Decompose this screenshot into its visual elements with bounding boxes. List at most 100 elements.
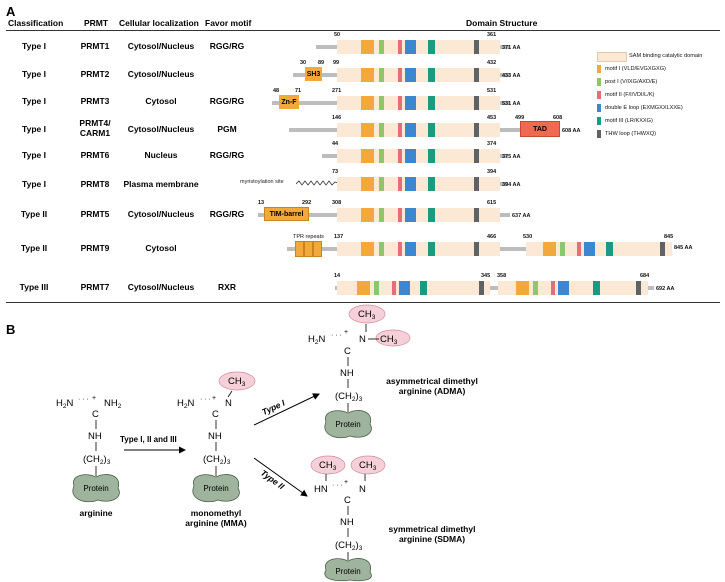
prmt3-number-4: 531 (487, 88, 497, 94)
tad-label: TAD (533, 126, 547, 133)
motif-ii (398, 242, 402, 256)
mma-label-line1: monomethyl (191, 508, 242, 518)
sam-domain (337, 40, 500, 54)
row-5-prmt: PRMT6 (80, 150, 110, 160)
thw-loop (474, 123, 479, 137)
sam-domain (337, 96, 500, 110)
backbone (500, 73, 510, 77)
motif-i (361, 40, 374, 54)
prmt4-length: 608 AA (562, 128, 581, 134)
svg-text:NH: NH (340, 517, 354, 528)
backbone (272, 101, 339, 105)
backbone (289, 128, 339, 132)
motif-iii (428, 242, 435, 256)
row-4-localization: Cytosol/Nucleus (127, 124, 195, 134)
bottom-rule (6, 302, 720, 303)
row-2-type: Type I (22, 69, 46, 79)
header-localization: Cellular localization (119, 18, 199, 28)
prmt1-start-number: 50 (334, 32, 341, 38)
adma-label-line1: asymmetrical dimethyl (386, 376, 478, 386)
svg-text:N: N (359, 484, 366, 495)
legend-label-double-e-loop: double E loop (EXMGXXLXXE) (605, 105, 683, 111)
row-8-localization: Cytosol (145, 243, 177, 253)
svg-text:NH2: NH2 (104, 398, 122, 410)
motif-iii (428, 96, 435, 110)
double-e-loop (405, 177, 416, 191)
motif-iii-2 (606, 242, 613, 256)
motif-ii (398, 40, 402, 54)
tad-domain (520, 121, 560, 137)
double-e-loop (405, 123, 416, 137)
backbone (316, 45, 341, 49)
double-e-loop (405, 208, 416, 222)
backbone (500, 101, 510, 105)
svg-text:CH3: CH3 (319, 460, 337, 472)
svg-text:H2N: H2N (56, 398, 74, 410)
svg-text:CH3: CH3 (228, 376, 246, 388)
legend-swatch-motif-iii (597, 117, 601, 125)
sdma-label-line1: symmetrical dimethyl (389, 524, 476, 534)
legend-label-motif-i: motif I (VLD/EVGXGXG) (605, 66, 666, 72)
svg-text:(CH2)3: (CH2)3 (335, 391, 363, 403)
backbone (500, 182, 508, 186)
sh3-domain (305, 67, 322, 81)
prmt9-number-1: 137 (334, 234, 344, 240)
prmt6-number-1: 44 (332, 141, 339, 147)
prmt9-number-3: 530 (523, 234, 533, 240)
svg-text:H2N: H2N (177, 398, 195, 410)
prmt4-number-2: 453 (487, 115, 497, 121)
panel-label-a: A (6, 4, 16, 19)
prmt8-length: 394 AA (502, 182, 521, 188)
thw-loop (474, 208, 479, 222)
motif-i (361, 68, 374, 82)
motif-i (361, 208, 374, 222)
prmt8-number-2: 394 (487, 169, 497, 175)
row-4-motif: PGM (217, 124, 237, 134)
adma-label-line2: arginine (ADMA) (399, 386, 466, 396)
prmt7-number-2: 345 (481, 273, 491, 279)
svg-text:C: C (344, 495, 351, 506)
prmt3-number-2: 71 (295, 88, 302, 94)
panel-label-b: B (6, 322, 16, 337)
prmt2-number-2: 89 (318, 60, 325, 66)
sam-domain (337, 123, 500, 137)
legend-swatch-sam (597, 52, 627, 62)
zn-f-domain (279, 95, 299, 109)
motif-ii (398, 149, 402, 163)
legend-swatch-motif-ii (597, 91, 601, 99)
sam-domain (337, 68, 500, 82)
sdma-structure: CH3 CH3 HN N · · · + C NH (CH2)3 Protein (310, 455, 386, 582)
backbone (648, 286, 654, 290)
motif-i (361, 149, 374, 163)
arginine-label: arginine (79, 508, 112, 518)
row-4-type: Type I (22, 124, 46, 134)
svg-text:NH: NH (340, 368, 354, 379)
post-i (374, 281, 379, 295)
legend-label-motif-ii: motif II (F/I/VDI/L/K) (605, 92, 655, 98)
sam-domain (337, 208, 500, 222)
backbone (500, 213, 510, 217)
double-e-loop (405, 96, 416, 110)
tim-barrel-label: TIM-barrel (269, 211, 304, 218)
post-i (379, 242, 384, 256)
svg-text:C: C (92, 409, 99, 420)
svg-text:· · ·: · · · (200, 396, 211, 403)
backbone (500, 128, 522, 132)
prmt6-length: 375 AA (502, 154, 521, 160)
prmt2-number-1: 30 (300, 60, 307, 66)
thw-loop (474, 40, 479, 54)
row-9-prmt: PRMT7 (80, 282, 110, 292)
row-1-type: Type I (22, 41, 46, 51)
svg-text:· · ·: · · · (332, 482, 343, 489)
row-6-type: Type I (22, 179, 46, 189)
svg-text:(CH2)3: (CH2)3 (335, 540, 363, 552)
header-prmt: PRMT (84, 18, 109, 28)
backbone (500, 247, 528, 251)
row-7-prmt: PRMT5 (80, 209, 110, 219)
post-i (379, 40, 384, 54)
motif-ii (392, 281, 396, 295)
motif-iii (428, 123, 435, 137)
svg-text:C: C (212, 409, 219, 420)
thw-loop (479, 281, 484, 295)
prmt4-number-1: 146 (332, 115, 342, 121)
